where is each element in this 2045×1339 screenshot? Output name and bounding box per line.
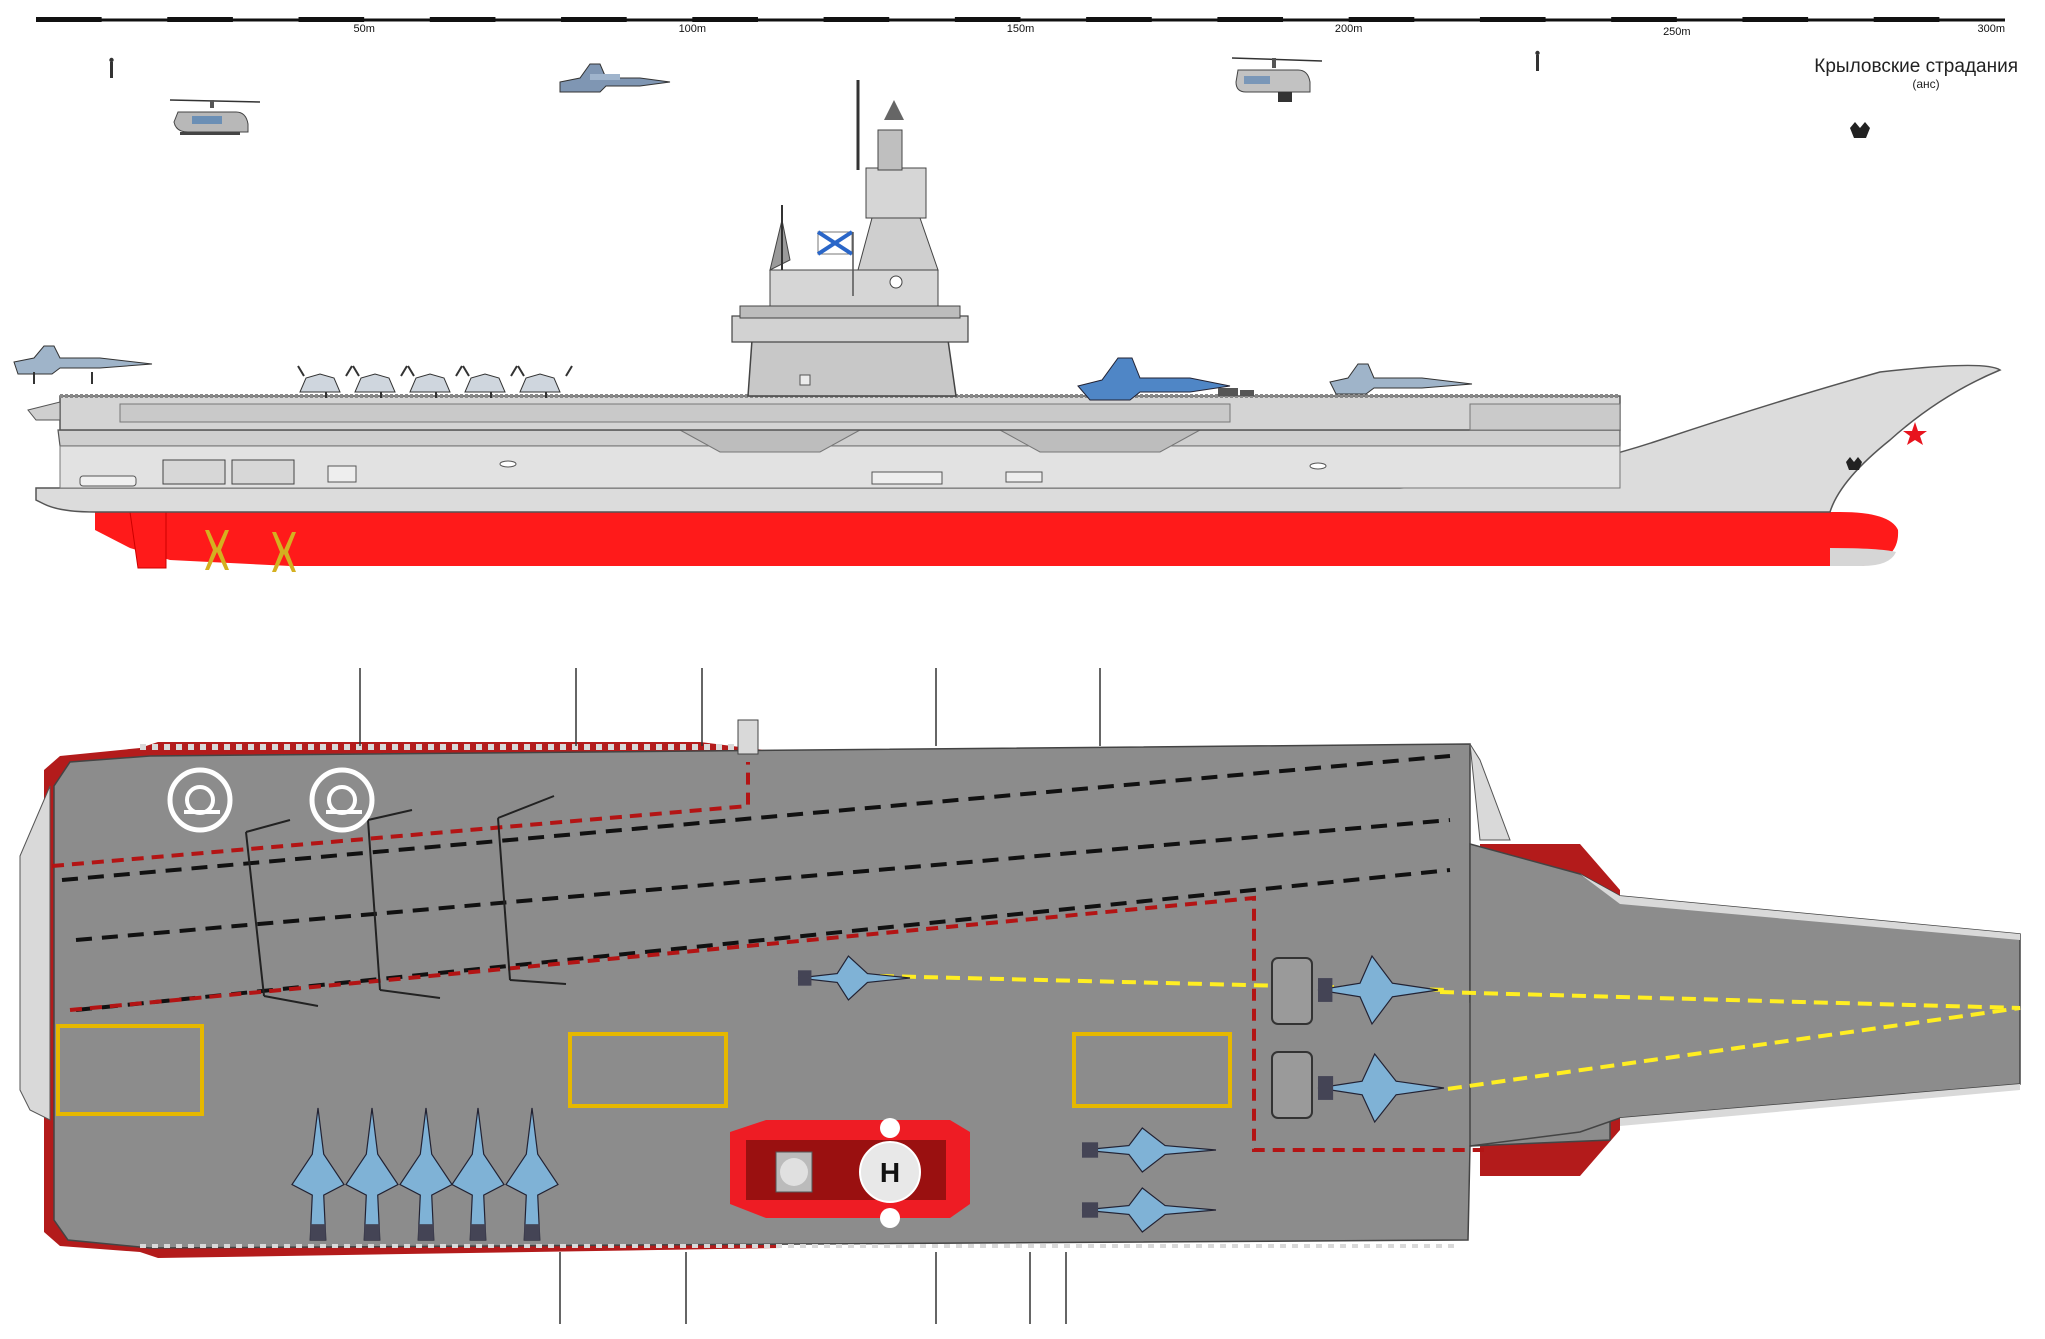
aircraft-elevator bbox=[56, 1024, 204, 1116]
aircraft-elevator bbox=[1072, 1032, 1232, 1108]
scale-segment bbox=[1479, 17, 1546, 22]
drawing-subtitle: (анс) bbox=[1912, 77, 1939, 91]
fighter-jet-icon bbox=[517, 365, 573, 398]
helicopter-icon bbox=[1231, 57, 1323, 102]
scale-tick-label: 250m bbox=[1663, 26, 1691, 38]
fighter-jet-icon bbox=[1317, 1052, 1445, 1124]
helipad-icon bbox=[859, 1141, 921, 1203]
scale-segment bbox=[1086, 17, 1152, 22]
scale-segment bbox=[167, 17, 233, 22]
rudder bbox=[129, 511, 167, 569]
fighter-jet-icon bbox=[352, 365, 408, 398]
landing-area-boundary bbox=[51, 762, 750, 868]
scale-segment bbox=[1742, 17, 1809, 22]
scale-segment bbox=[36, 17, 102, 22]
deck-walkway-details bbox=[140, 744, 1454, 1248]
scale-labels: 50m 100m 150m 200m 250m 300m bbox=[353, 23, 2005, 38]
propeller-icon bbox=[272, 532, 296, 572]
human-scale-figure bbox=[109, 57, 114, 78]
fighter-jet-icon bbox=[1077, 357, 1231, 401]
hangar-band bbox=[59, 445, 1621, 489]
flight-deck bbox=[53, 743, 1611, 1249]
fighter-jet-icon bbox=[291, 1107, 345, 1241]
fighter-jet-icon bbox=[297, 365, 353, 398]
helicopter-spot bbox=[309, 767, 375, 833]
scale-segments bbox=[36, 17, 1940, 22]
parked-aircraft-group bbox=[297, 365, 573, 398]
scale-segment bbox=[1873, 17, 1940, 22]
blast-deflector bbox=[1271, 1051, 1313, 1119]
fighter-jet-icon bbox=[462, 365, 518, 398]
fighter-jet-icon bbox=[451, 1107, 505, 1241]
scale-tick-label: 300m bbox=[1977, 23, 2005, 35]
deck-tractor-icon bbox=[1218, 388, 1254, 396]
scale-tick-label: 50m bbox=[353, 23, 374, 35]
fighter-jet-icon bbox=[345, 1107, 399, 1241]
scale-tick-label: 100m bbox=[679, 23, 707, 35]
helipad-mark: H bbox=[880, 1157, 900, 1188]
boat-bay bbox=[231, 459, 295, 485]
boat-bay bbox=[162, 459, 226, 485]
scale-tick-label: 200m bbox=[1335, 23, 1363, 35]
scale-tick-label: 150m bbox=[1007, 23, 1035, 35]
propeller-icon bbox=[205, 530, 229, 570]
island-superstructure bbox=[731, 80, 969, 397]
scale-segment bbox=[561, 17, 627, 22]
emblem-icon bbox=[1850, 122, 1870, 138]
antenna-masts bbox=[359, 668, 1101, 1324]
fighter-jet-icon bbox=[13, 345, 153, 384]
naval-ensign-icon bbox=[816, 230, 854, 296]
landing-lane-line bbox=[75, 818, 1451, 942]
fighter-jet-icon bbox=[797, 955, 911, 1001]
emblem-icon bbox=[1846, 457, 1862, 470]
aircraft-elevator bbox=[568, 1032, 728, 1108]
fighter-jet-icon bbox=[505, 1107, 559, 1241]
scale-segment bbox=[1217, 17, 1284, 22]
fighter-jet-icon bbox=[407, 365, 463, 398]
scale-segment bbox=[1348, 17, 1415, 22]
fighter-jet-icon bbox=[1081, 1187, 1217, 1233]
helicopter-spot bbox=[167, 767, 233, 833]
human-scale-figure bbox=[1535, 50, 1540, 71]
blast-deflector bbox=[1271, 957, 1313, 1025]
helicopter-icon bbox=[169, 99, 261, 135]
scale-segment bbox=[954, 17, 1021, 22]
fighter-jet-icon bbox=[1317, 954, 1439, 1026]
plan-aircraft-group bbox=[291, 954, 1445, 1241]
scale-segment bbox=[429, 17, 496, 22]
scale-segment bbox=[692, 17, 758, 22]
fighter-jet-icon bbox=[1081, 1127, 1217, 1173]
fighter-jet-icon bbox=[559, 63, 671, 93]
ship-side-profile bbox=[27, 364, 2002, 572]
ship-plan-view: H bbox=[19, 668, 2021, 1324]
scale-segment bbox=[1611, 17, 1677, 22]
landing-lane-line bbox=[75, 868, 1451, 1012]
drawing-title: Крыловские страдания bbox=[1814, 56, 2018, 77]
fighter-jet-icon bbox=[399, 1107, 453, 1241]
fighter-jet-icon bbox=[1329, 363, 1473, 395]
deck-crane bbox=[737, 719, 759, 755]
underwater-hull bbox=[95, 512, 1899, 566]
launch-line bbox=[1439, 990, 2021, 1092]
scale-bar: 50m 100m 150m 200m 250m 300m bbox=[36, 17, 2005, 38]
scale-segment bbox=[823, 17, 890, 22]
scale-segment bbox=[298, 17, 365, 22]
star-icon bbox=[1903, 422, 1927, 445]
